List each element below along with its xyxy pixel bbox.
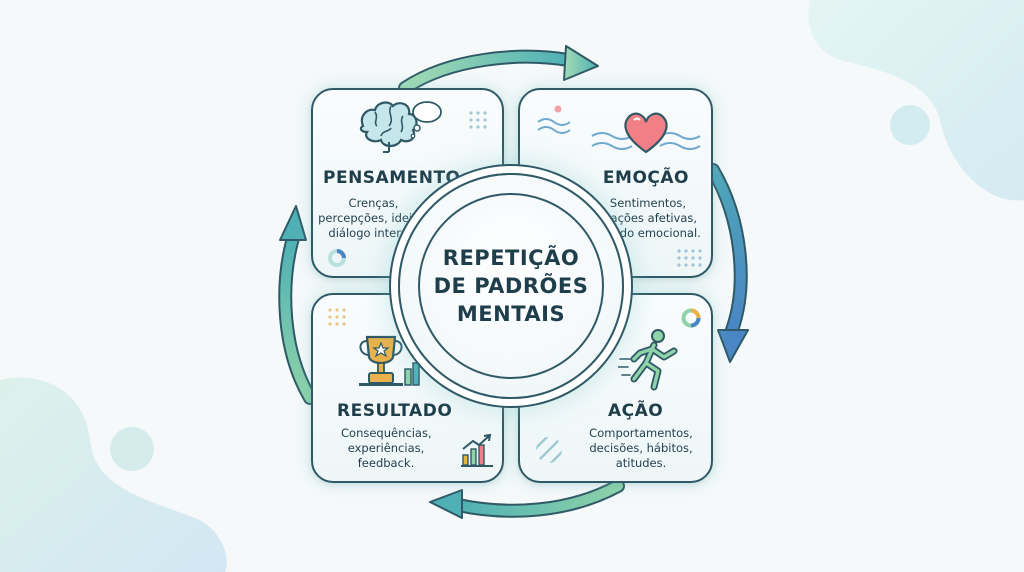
blob-top-right: [808, 0, 1024, 201]
growth-chart-icon: [461, 433, 493, 467]
center-hub-inner: REPETIÇÃO DE PADRÕES MENTAIS: [418, 193, 604, 379]
card-title-acao: AÇÃO: [608, 401, 664, 421]
brain-icon: [359, 101, 442, 153]
ring-decoration: [328, 249, 346, 267]
arrow-bottom: [429, 479, 625, 519]
trophy-icon: [359, 335, 422, 386]
card-desc-acao: Comportamentos, decisões, hábitos, atitu…: [589, 426, 693, 470]
running-person-icon: [618, 329, 678, 391]
card-title-pensamento: PENSAMENTO: [323, 168, 461, 188]
dots-decoration: [469, 111, 487, 129]
center-title: REPETIÇÃO DE PADRÕES MENTAIS: [433, 246, 589, 326]
hatched-circle-decoration: [536, 437, 562, 463]
arrow-left: [278, 205, 317, 405]
wave-icon: [537, 105, 571, 134]
card-desc-emocao: Sentimentos, reações afetivas, estado em…: [595, 196, 701, 240]
dots-decoration: [677, 249, 702, 267]
bubble-bottom-left: [110, 427, 154, 471]
heart-icon: [591, 112, 701, 154]
card-title-emocao: EMOÇÃO: [602, 168, 689, 188]
arrow-right: [706, 163, 749, 363]
dots-decoration: [328, 308, 346, 326]
card-desc-resultado: Consequências, experiências, feedback.: [341, 426, 432, 470]
bubble-top-right: [890, 105, 930, 145]
arrow-top: [398, 45, 599, 95]
ring-decoration: [681, 308, 701, 328]
card-desc-pensamento: Crenças, percepções, ideias, diálogo int…: [318, 196, 429, 240]
blob-bottom-left: [0, 377, 227, 572]
card-title-resultado: RESULTADO: [337, 401, 453, 421]
